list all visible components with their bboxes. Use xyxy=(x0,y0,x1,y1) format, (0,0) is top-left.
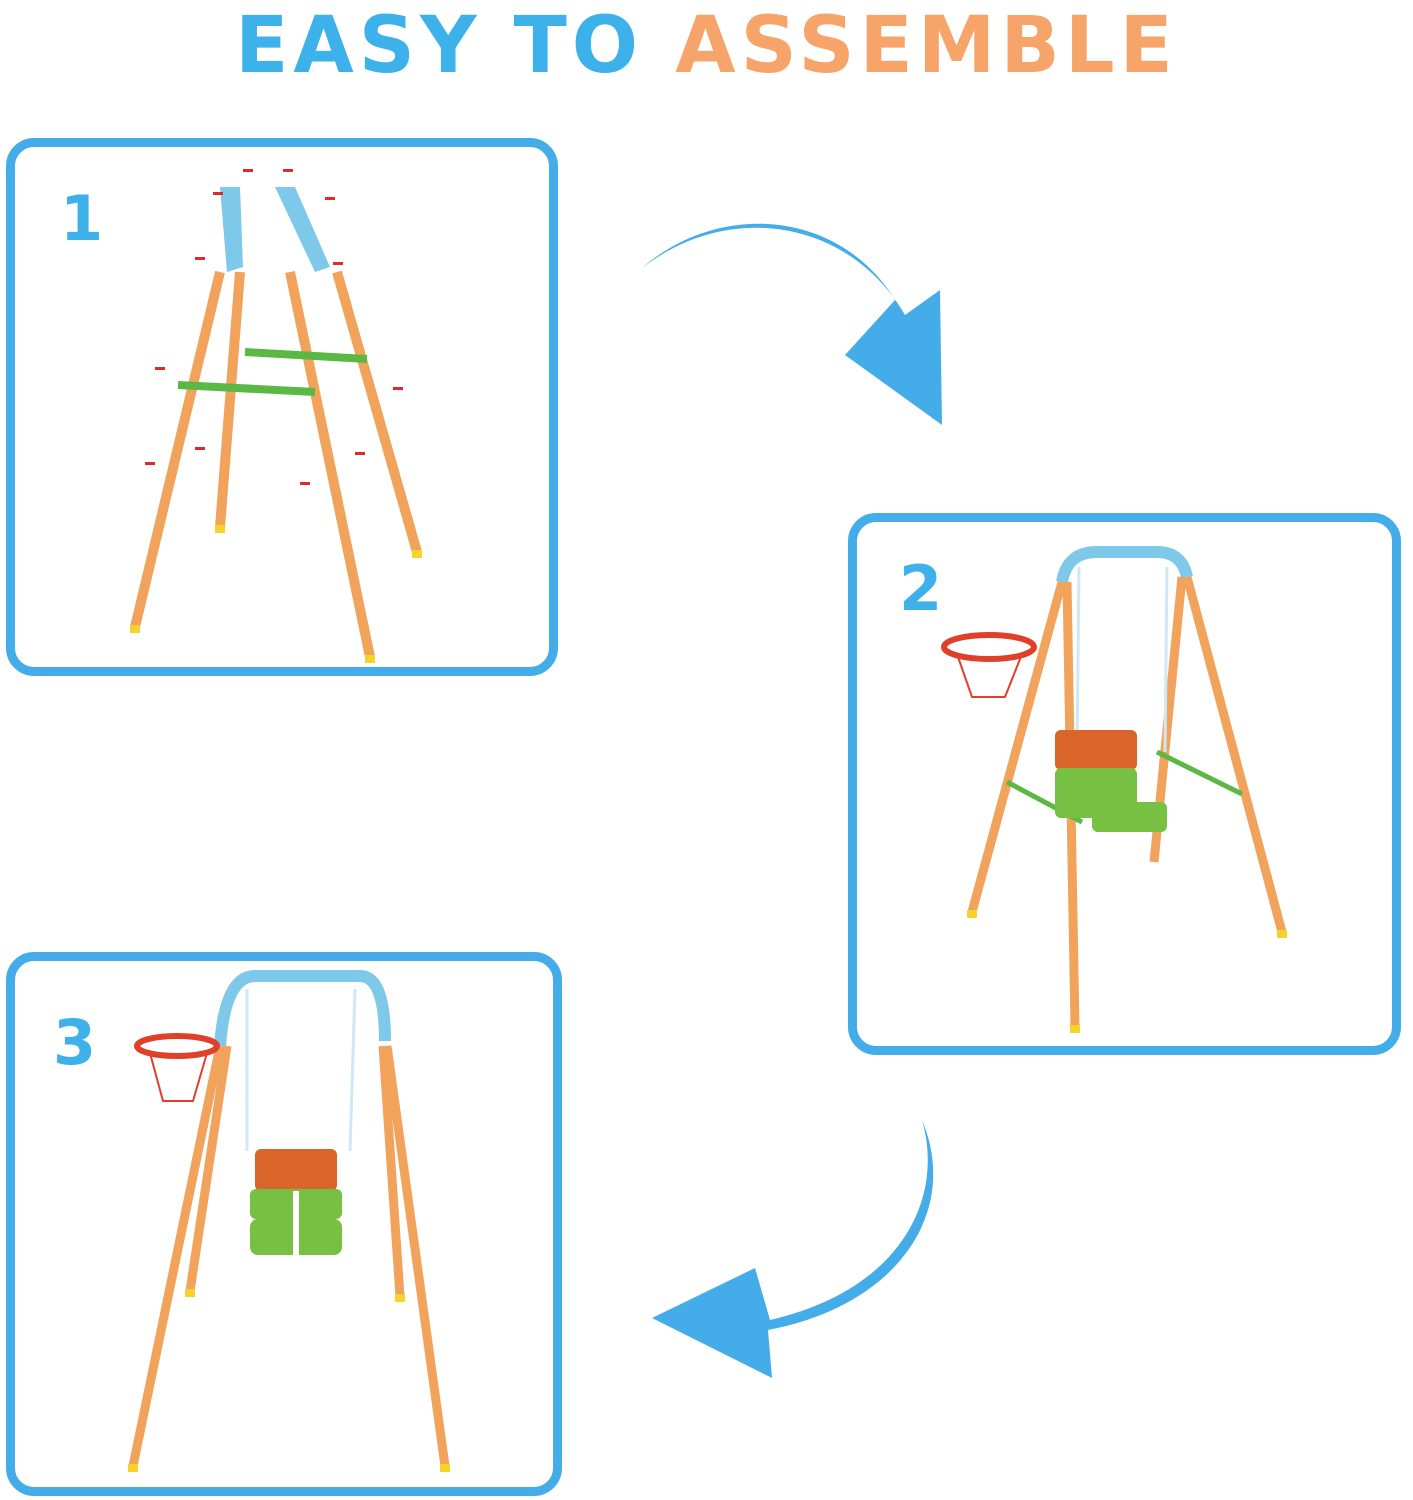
foot-cap xyxy=(440,1464,450,1472)
leg xyxy=(332,270,422,554)
title-part-assemble: ASSEMBLE xyxy=(675,1,1178,91)
swing-rope xyxy=(1075,566,1081,753)
step-number: 1 xyxy=(60,182,104,255)
leg xyxy=(382,1045,450,1467)
step-number: 3 xyxy=(53,1006,97,1079)
foot-cap xyxy=(395,1294,405,1302)
foot-cap xyxy=(185,1289,195,1297)
swing-with-seat-illustration xyxy=(941,546,1287,1033)
title-part-easy-to: EASY TO xyxy=(235,1,676,91)
leg xyxy=(285,270,375,659)
step-number: 2 xyxy=(899,552,943,625)
foot-cap xyxy=(130,625,140,633)
leg xyxy=(185,1045,232,1292)
foot-cap xyxy=(215,525,225,533)
basketball-hoop xyxy=(941,632,1037,662)
step-2-panel: 2 xyxy=(848,513,1401,1055)
foot-cap xyxy=(1070,1025,1080,1033)
swing-rope xyxy=(1163,566,1169,753)
frame-parts-illustration xyxy=(130,169,422,663)
leg xyxy=(130,270,225,629)
page-title: EASY TO ASSEMBLE xyxy=(0,4,1413,88)
crossbar xyxy=(177,381,316,396)
top-bar xyxy=(214,970,391,1047)
seat-base xyxy=(1092,802,1167,832)
step-3-panel: 3 xyxy=(6,952,562,1496)
seat-back xyxy=(255,1149,337,1191)
curved-arrow-icon xyxy=(652,1120,934,1378)
foot-cap xyxy=(967,910,977,918)
top-bar-left xyxy=(220,187,243,272)
hoop-net xyxy=(149,1052,208,1102)
step-1-panel: 1 xyxy=(6,138,558,676)
leg xyxy=(1182,575,1287,934)
leg xyxy=(378,1045,405,1297)
curved-arrow-icon xyxy=(642,223,942,425)
seat-back xyxy=(1055,730,1137,770)
foot-cap xyxy=(412,550,422,558)
leg xyxy=(128,1045,225,1467)
basketball-hoop xyxy=(134,1033,220,1059)
top-bar-right xyxy=(275,187,330,272)
assembled-swing-illustration xyxy=(128,970,450,1472)
leg xyxy=(215,271,245,528)
leg xyxy=(967,580,1067,914)
hoop-net xyxy=(956,653,1023,698)
screw-markers xyxy=(145,169,403,485)
swing-rope xyxy=(348,988,357,1152)
foot-cap xyxy=(365,655,375,663)
crossbar xyxy=(244,348,368,363)
foot-cap xyxy=(128,1464,138,1472)
foot-cap xyxy=(1277,930,1287,938)
top-bar xyxy=(1056,546,1193,584)
crossbar xyxy=(1155,749,1244,797)
